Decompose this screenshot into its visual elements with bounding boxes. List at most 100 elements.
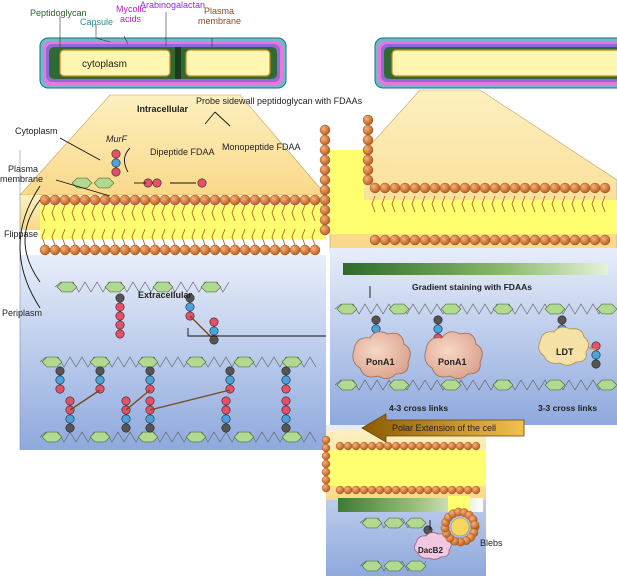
glycan-hexagon — [71, 177, 93, 189]
lipid-head — [79, 244, 91, 256]
blebs-label: Blebs — [480, 538, 503, 548]
lipid-head — [309, 194, 321, 206]
lipid-head — [519, 182, 531, 194]
lipid-head — [423, 441, 433, 451]
amino-acid — [591, 350, 601, 360]
lipid-head — [499, 182, 511, 194]
amino-acid — [185, 302, 195, 312]
lipid-head — [362, 154, 374, 166]
pona1-label-a: PonA1 — [366, 357, 395, 367]
glycan-hexagon — [492, 379, 514, 391]
lipid-tail — [101, 228, 106, 246]
lipid-tail — [61, 228, 66, 246]
glycan-hexagon — [361, 560, 383, 572]
lipid-head — [407, 485, 417, 495]
polar-extension-arrow — [361, 413, 525, 443]
lipid-head — [389, 182, 401, 194]
lipid-tail — [111, 228, 116, 246]
lipid-head — [99, 244, 111, 256]
lipid-head — [179, 244, 191, 256]
cell-diagram-right — [374, 37, 617, 89]
lipid-head — [509, 182, 521, 194]
lipid-tail — [81, 228, 86, 246]
amino-acid — [145, 375, 155, 385]
lipid-head — [259, 244, 271, 256]
lipid-head — [149, 194, 161, 206]
lipid-band — [330, 200, 617, 234]
lipid-head — [319, 204, 331, 216]
glycan-chain — [39, 431, 317, 443]
lipid-head — [319, 144, 331, 156]
lipid-head — [419, 182, 431, 194]
lipid-tail — [241, 204, 246, 222]
cross-link — [149, 389, 231, 411]
lipid-head — [367, 441, 377, 451]
amino-acid — [221, 396, 231, 406]
lipid-head — [319, 124, 331, 136]
lipid-head — [279, 244, 291, 256]
lipid-head — [549, 182, 561, 194]
amino-acid — [111, 167, 121, 177]
lipid-head — [139, 244, 151, 256]
lipid-head — [159, 194, 171, 206]
lipid-head — [559, 182, 571, 194]
cross-link — [69, 389, 101, 411]
amino-acid — [55, 384, 65, 394]
lipid-head — [379, 182, 391, 194]
lipid-tail — [231, 204, 236, 222]
lipid-head — [239, 194, 251, 206]
amino-acid — [65, 423, 75, 433]
lipid-tail — [211, 228, 216, 246]
lipid-head — [362, 134, 374, 146]
gradient-band-small — [338, 498, 483, 512]
lipid-head — [362, 114, 374, 126]
lipid-tail — [461, 195, 466, 213]
lipid-head — [429, 234, 441, 246]
lipid-tail — [71, 204, 76, 222]
pona1-enzyme-a — [352, 331, 411, 379]
lipid-tail — [191, 204, 196, 222]
lipid-head — [219, 244, 231, 256]
cytoplasm-label: cytoplasm — [82, 59, 127, 70]
glycan-hexagon — [405, 560, 427, 572]
lipid-head — [129, 244, 141, 256]
glycan-hexagon — [383, 560, 405, 572]
amino-acid — [111, 149, 121, 159]
lipid-head — [351, 441, 361, 451]
lipid-tail — [81, 204, 86, 222]
lipid-head — [362, 164, 374, 176]
lipid-head — [39, 194, 51, 206]
lipid-head — [359, 441, 369, 451]
amino-acid — [281, 396, 291, 406]
lipid-head — [69, 194, 81, 206]
lipid-tail — [41, 204, 46, 222]
lipid-tail — [171, 204, 176, 222]
lipid-tail — [71, 228, 76, 246]
lipid-head — [49, 244, 61, 256]
glycan-hexagon — [233, 356, 255, 368]
lipid-head — [69, 244, 81, 256]
lipid-tail — [251, 204, 256, 222]
lipid-tail — [121, 228, 126, 246]
lipid-head — [479, 234, 491, 246]
lipid-tail — [391, 195, 396, 213]
lipid-head — [229, 244, 241, 256]
lipid-head — [219, 194, 231, 206]
lipid-head — [239, 244, 251, 256]
lipid-head — [362, 124, 374, 136]
glycan-hexagon — [89, 356, 111, 368]
lipid-tail — [91, 204, 96, 222]
bleb-head — [470, 520, 480, 530]
lipid-head — [179, 194, 191, 206]
lipid-tail — [481, 195, 486, 213]
lipid-tail — [51, 228, 56, 246]
lipid-tail — [311, 204, 316, 222]
amino-acid — [121, 414, 131, 424]
lipid-head — [539, 182, 551, 194]
lipid-tail — [181, 228, 186, 246]
lipid-head — [439, 234, 451, 246]
lipid-head — [321, 459, 331, 469]
cross-links-33-label: 3-3 cross links — [538, 403, 597, 413]
